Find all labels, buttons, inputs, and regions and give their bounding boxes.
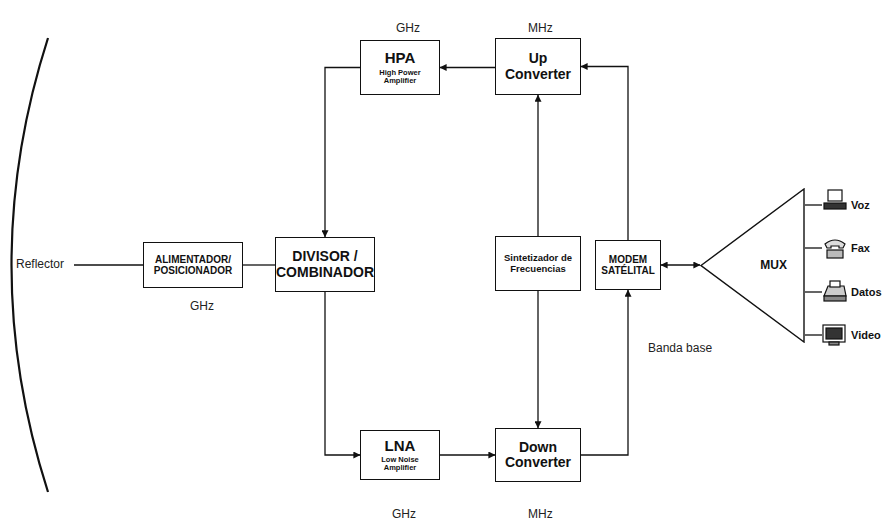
process-box: MODEM SATÉLITAL: [595, 240, 661, 290]
box-title: Down Converter: [501, 440, 575, 471]
box-title: ALIMENTADOR/ POSICIONADOR: [149, 254, 237, 276]
process-box: DIVISOR / COMBINADOR: [275, 237, 375, 292]
process-box: Sintetizador de Frecuencias: [495, 236, 581, 291]
mux-shape: [701, 189, 804, 342]
box-title: LNA: [385, 438, 416, 455]
signal-connector: [440, 67, 495, 68]
device-label: Voz: [851, 199, 870, 211]
signal-connector: [537, 95, 538, 236]
box-title: Sintetizador de Frecuencias: [501, 253, 575, 274]
band-label: MHz: [528, 508, 553, 521]
mux-triangle: MUX: [700, 188, 805, 343]
band-label: GHz: [392, 508, 416, 521]
box-title: DIVISOR / COMBINADOR: [276, 249, 374, 280]
signal-connector: [581, 290, 628, 455]
signal-connector: [581, 67, 628, 241]
band-label: Banda base: [648, 342, 712, 355]
monitor-icon: [823, 325, 845, 345]
process-box: LNALow Noise Amplifier: [360, 430, 440, 480]
band-label: GHz: [396, 22, 420, 35]
mux-wires: [805, 205, 822, 335]
band-label: Reflector: [16, 258, 64, 271]
triangle-outline: [700, 188, 805, 343]
device-label: Fax: [851, 242, 870, 254]
signal-connector: [661, 264, 700, 265]
device-label: Video: [851, 329, 881, 341]
box-title: HPA: [385, 50, 416, 67]
signal-connector: [537, 291, 538, 428]
signal-connector: [243, 264, 275, 265]
computer-icon: [824, 190, 846, 209]
device-label: Datos: [851, 286, 882, 298]
process-box: Up Converter: [495, 38, 581, 95]
feed-line: [74, 264, 143, 265]
box-title: MODEM SATÉLITAL: [601, 254, 655, 276]
box-subtitle: Low Noise Amplifier: [366, 456, 434, 473]
signal-connector: [325, 68, 360, 238]
signal-connector: [440, 454, 495, 455]
fax-icon: [824, 281, 846, 301]
band-label: GHz: [190, 300, 214, 313]
signal-connector: [325, 292, 360, 455]
telephone-icon: [825, 240, 845, 258]
band-label: MHz: [528, 22, 553, 35]
process-box: Down Converter: [495, 428, 581, 482]
process-box: HPA High Power Amplifier: [360, 40, 440, 95]
box-title: MUX: [760, 259, 787, 272]
box-subtitle: High Power Amplifier: [366, 69, 434, 86]
box-title: Up Converter: [501, 51, 575, 82]
process-box: ALIMENTADOR/ POSICIONADOR: [143, 242, 243, 288]
